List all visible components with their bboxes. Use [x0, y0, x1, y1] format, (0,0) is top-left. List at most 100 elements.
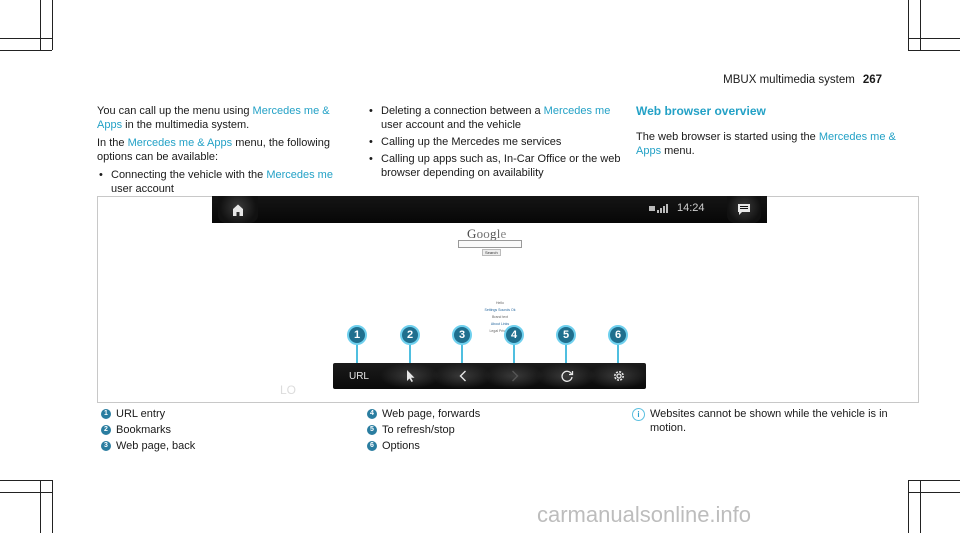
logo-letter: G	[467, 226, 477, 241]
crop-mark	[52, 0, 53, 50]
crop-mark	[40, 0, 41, 50]
crop-mark	[0, 480, 52, 481]
option-list: Connecting the vehicle with the Mercedes…	[97, 168, 352, 196]
legend-number: 4	[367, 409, 377, 419]
text: user account and the vehicle	[381, 119, 522, 131]
left-column: You can call up the menu using Mercedes …	[97, 104, 352, 199]
text: Deleting a connection between a	[381, 105, 544, 117]
legend-item: 3 Web page, back	[101, 438, 195, 454]
paragraph: In the Mercedes me & Apps menu, the foll…	[97, 136, 352, 164]
text: menu, the following options can be avail…	[97, 137, 330, 163]
text: user account	[111, 183, 174, 195]
callout-badge: 5	[556, 325, 576, 345]
legend-number: 6	[367, 441, 377, 451]
callout-badge: 2	[400, 325, 420, 345]
legend-number: 3	[101, 441, 111, 451]
callout-badge: 3	[452, 325, 472, 345]
text: The web browser is started using the	[636, 131, 819, 143]
text: menu.	[661, 145, 695, 157]
refresh-icon	[561, 370, 574, 382]
gear-icon	[614, 371, 624, 381]
browser-toolbar: URL	[333, 363, 648, 389]
menu-link[interactable]: Mercedes me & Apps	[127, 137, 233, 149]
callout-line	[617, 343, 619, 371]
info-note: i Websites cannot be shown while the veh…	[632, 407, 894, 435]
page-link[interactable]: About Links	[490, 322, 510, 326]
callout-line	[513, 343, 515, 371]
site-watermark: carmanualsonline.info	[537, 502, 752, 527]
crop-mark	[908, 0, 909, 50]
logo-letter: g	[490, 226, 497, 241]
text: in the multimedia system.	[122, 119, 250, 131]
crop-mark	[0, 50, 52, 51]
legend-number: 5	[367, 425, 377, 435]
menu-link[interactable]: Mercedes me	[543, 105, 611, 117]
crop-mark	[0, 492, 52, 493]
callout-badge: 6	[608, 325, 628, 345]
clock: 14:24	[677, 202, 705, 214]
crop-mark	[908, 38, 960, 39]
page-link[interactable]: Legal Privacy	[489, 329, 511, 333]
callout-line	[565, 343, 567, 371]
logo-letter: e	[500, 226, 507, 241]
text: You can call up the menu using	[97, 105, 253, 117]
toolbar-separator	[588, 363, 648, 389]
forward-button[interactable]	[495, 363, 535, 389]
back-button[interactable]	[443, 363, 483, 389]
chevron-left-icon	[459, 370, 466, 382]
home-button[interactable]	[218, 196, 258, 223]
menu-link[interactable]: Mercedes me & Apps	[97, 105, 330, 131]
bookmarks-button[interactable]	[391, 363, 431, 389]
option-list: Deleting a connection between a Mercedes…	[367, 104, 622, 180]
toolbar-separator	[432, 363, 492, 389]
list-item: Calling up the Mercedes me services	[367, 135, 622, 149]
status-bar: 14:24	[212, 196, 767, 223]
options-button[interactable]	[599, 363, 639, 389]
legend-label: Web page, back	[116, 440, 196, 452]
crop-mark	[40, 480, 41, 533]
legend-label: To refresh/stop	[382, 424, 455, 436]
middle-column: Deleting a connection between a Mercedes…	[367, 104, 622, 183]
crop-mark	[908, 492, 960, 493]
crop-mark	[0, 38, 52, 39]
page-link[interactable]: Brand text	[492, 315, 508, 319]
list-item: Deleting a connection between a Mercedes…	[367, 104, 622, 132]
search-button[interactable]: Search	[482, 249, 501, 256]
legend-number: 2	[101, 425, 111, 435]
legend-label: Options	[382, 440, 420, 452]
menu-link[interactable]: Mercedes me & Apps	[636, 131, 896, 157]
logo-letter: o	[483, 226, 490, 241]
paragraph: You can call up the menu using Mercedes …	[97, 104, 352, 132]
callout-line	[461, 343, 463, 371]
figure-watermark: LO	[280, 383, 297, 397]
page-link[interactable]: Hello	[496, 301, 504, 305]
home-icon	[233, 204, 243, 216]
network-icon	[649, 204, 668, 213]
url-label: URL	[348, 370, 369, 382]
refresh-button[interactable]	[547, 363, 587, 389]
google-logo: Google	[467, 226, 507, 242]
page-link[interactable]: Settings Sounds Ok	[484, 308, 516, 312]
search-input[interactable]	[458, 240, 522, 248]
legend-item: 5 To refresh/stop	[367, 422, 480, 438]
legend-item: 6 Options	[367, 438, 480, 454]
crop-mark	[920, 0, 921, 50]
bookmark-icon	[407, 370, 415, 382]
crop-mark	[908, 480, 960, 481]
menu-link[interactable]: Mercedes me	[266, 169, 333, 181]
list-item: Calling up apps such as, In-Car Office o…	[367, 152, 622, 180]
messages-button[interactable]	[727, 196, 761, 223]
crop-mark	[52, 480, 53, 533]
url-button[interactable]: URL	[339, 363, 379, 389]
callout-line	[409, 343, 411, 371]
toolbar-separator	[536, 363, 596, 389]
chevron-right-icon	[512, 370, 519, 382]
paragraph: The web browser is started using the Mer…	[636, 130, 896, 158]
right-column: Web browser overview The web browser is …	[636, 104, 896, 162]
